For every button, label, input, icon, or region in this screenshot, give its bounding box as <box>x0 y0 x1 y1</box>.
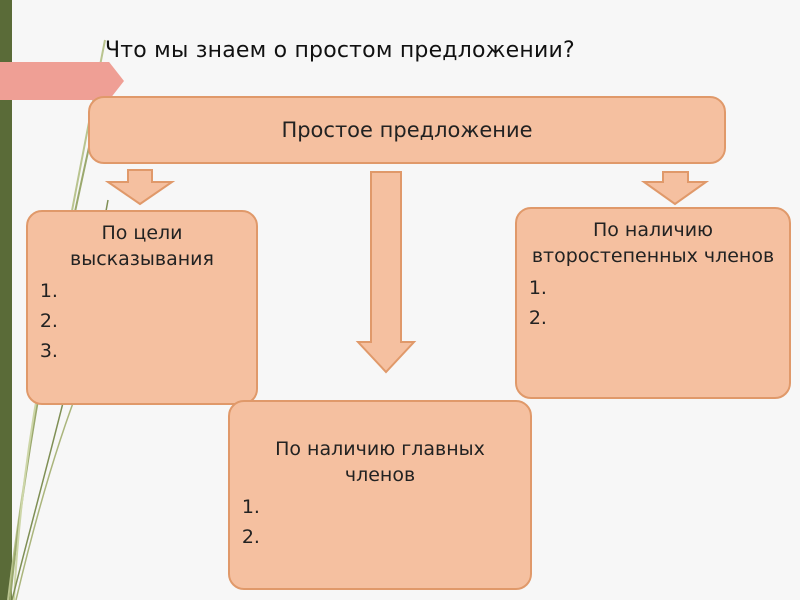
decorative-accent-tab <box>0 62 124 100</box>
arrow-center-icon <box>355 171 417 374</box>
secondary-item-2 <box>553 305 779 335</box>
root-label: Простое предложение <box>281 118 533 142</box>
main-members-label: По наличию главных членов <box>275 438 485 486</box>
main-members-list <box>240 494 520 554</box>
main-members-box: По наличию главных членов <box>228 400 532 590</box>
arrow-left-icon <box>104 169 176 206</box>
goal-item-1 <box>64 278 246 308</box>
arrow-right-icon <box>640 171 710 206</box>
main-item-2 <box>266 524 520 554</box>
goal-item-2 <box>64 308 246 338</box>
secondary-members-box: По наличию второстепенных членов <box>515 207 791 399</box>
goal-item-3 <box>64 338 246 368</box>
secondary-members-label: По наличию второстепенных членов <box>531 219 775 267</box>
decorative-left-bar <box>0 0 12 600</box>
goal-box: По цели высказывания <box>26 210 258 405</box>
main-item-1 <box>266 494 520 524</box>
secondary-item-1 <box>553 275 779 305</box>
goal-list <box>38 278 246 368</box>
secondary-members-list <box>527 275 779 335</box>
root-box: Простое предложение <box>88 96 726 164</box>
slide-title: Что мы знаем о простом предложении? <box>105 38 575 63</box>
goal-label: По цели высказывания <box>70 222 214 270</box>
